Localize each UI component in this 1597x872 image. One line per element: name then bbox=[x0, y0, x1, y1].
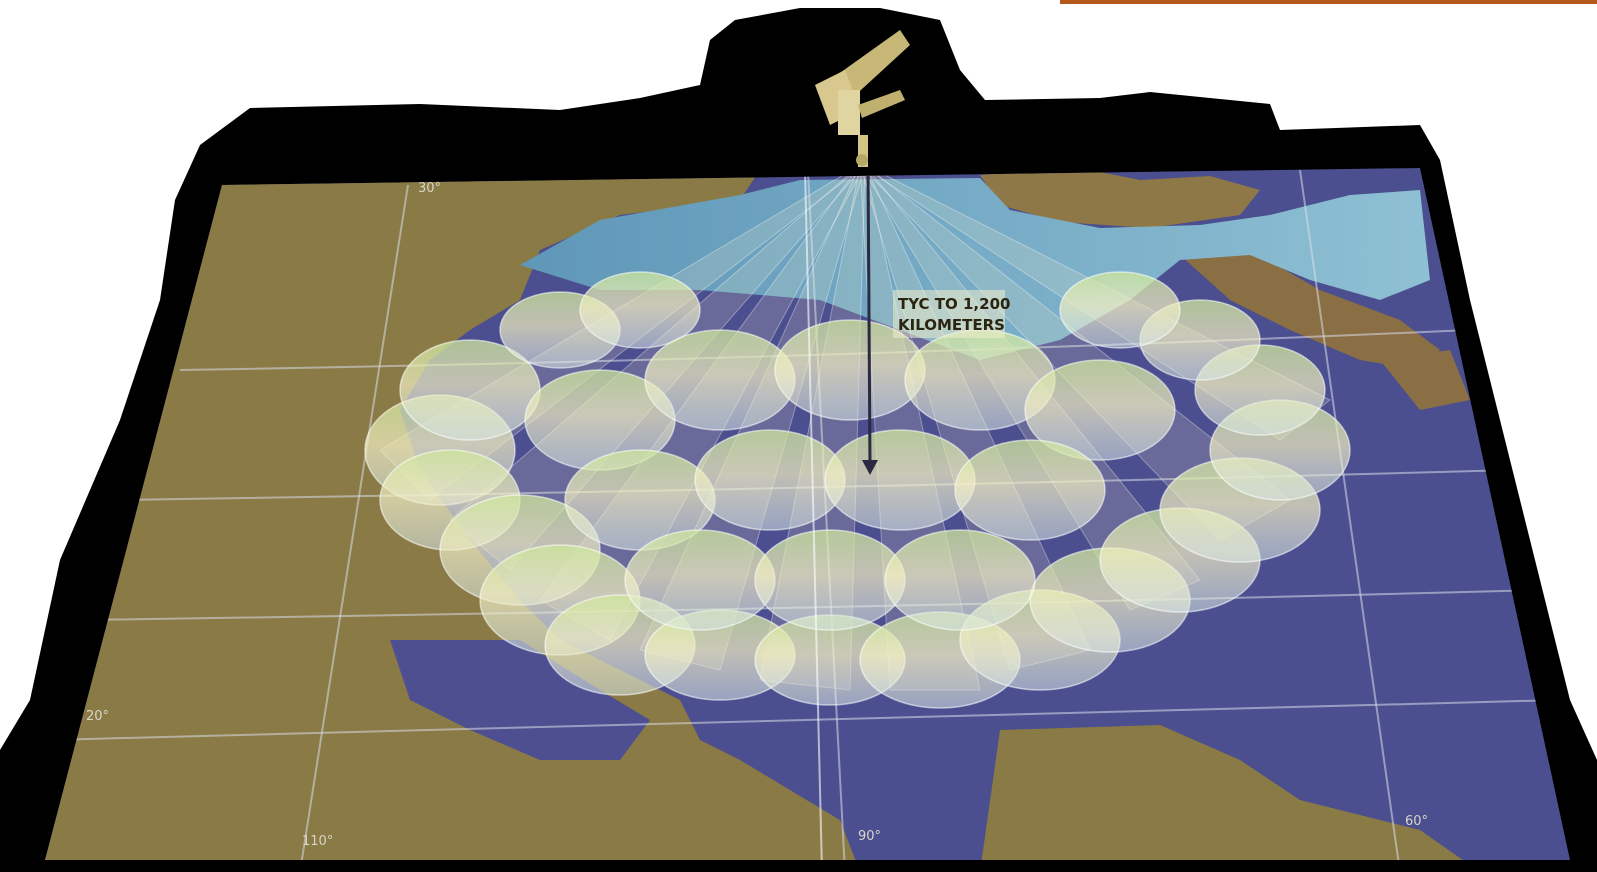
land-south-america-edge bbox=[980, 725, 1480, 860]
map-label-line2: KILOMETERS bbox=[898, 316, 1005, 334]
coord-label: 20° bbox=[86, 709, 109, 724]
land-greenland bbox=[980, 168, 1260, 228]
map-label-line1: TYC TO 1,200 bbox=[898, 295, 1010, 313]
land-africa-edge bbox=[1380, 350, 1470, 410]
spot-beam-footprints bbox=[364, 271, 1351, 709]
gulf-of-mexico bbox=[390, 640, 650, 760]
land-europe bbox=[1180, 250, 1440, 370]
map-board: TYC TO 1,200 KILOMETERS 30° 20° 110° 90°… bbox=[45, 168, 1570, 860]
coord-label: 110° bbox=[302, 834, 333, 849]
coastal-water bbox=[520, 178, 1430, 360]
orange-edge bbox=[1060, 0, 1597, 4]
coord-label: 60° bbox=[1405, 814, 1428, 829]
map-label: TYC TO 1,200 KILOMETERS bbox=[893, 290, 1010, 338]
coord-label: 30° bbox=[418, 181, 441, 196]
nadir-arrow bbox=[862, 168, 878, 475]
satellite-model bbox=[815, 30, 910, 167]
coord-label: 90° bbox=[858, 829, 881, 844]
board-fold bbox=[804, 169, 823, 860]
